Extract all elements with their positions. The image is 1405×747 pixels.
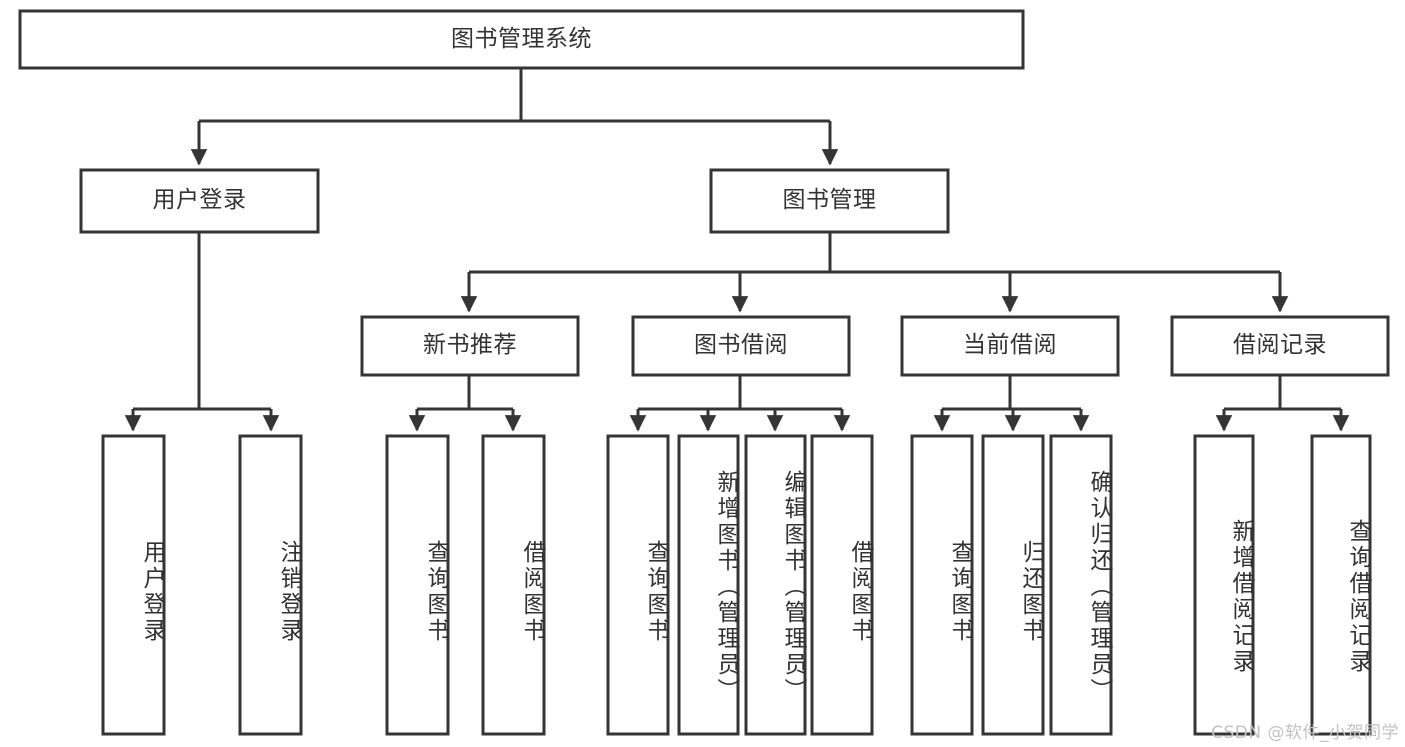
node-box-current-borrow[interactable] [900, 315, 1120, 377]
node-box-book-borrow[interactable] [631, 315, 851, 377]
node-box-new-book-recommend[interactable] [360, 315, 580, 377]
node-box-leaf-query-record[interactable] [1310, 434, 1372, 736]
node-box-leaf-return-book[interactable] [981, 434, 1045, 736]
node-box-leaf-user-login[interactable] [101, 434, 166, 736]
node-box-root[interactable] [18, 9, 1025, 70]
node-box-borrow-record[interactable] [1170, 315, 1390, 377]
node-box-user-login[interactable] [79, 168, 320, 234]
node-box-book-management[interactable] [709, 168, 950, 234]
node-box-leaf-borrow-book-2[interactable] [810, 434, 874, 736]
node-box-leaf-borrow-book-1[interactable] [481, 434, 546, 736]
node-box-leaf-query-book-3[interactable] [910, 434, 974, 736]
node-box-leaf-query-book-1[interactable] [385, 434, 450, 736]
csdn-watermark: CSDN @软件_小贺同学 [1211, 723, 1399, 743]
node-box-leaf-query-book-2[interactable] [606, 434, 670, 736]
node-box-leaf-add-record[interactable] [1193, 434, 1255, 736]
node-box-leaf-logout-login[interactable] [238, 434, 303, 736]
node-box-leaf-edit-book[interactable] [744, 434, 807, 736]
node-box-leaf-confirm-return[interactable] [1049, 434, 1113, 736]
node-box-leaf-add-book[interactable] [677, 434, 740, 736]
